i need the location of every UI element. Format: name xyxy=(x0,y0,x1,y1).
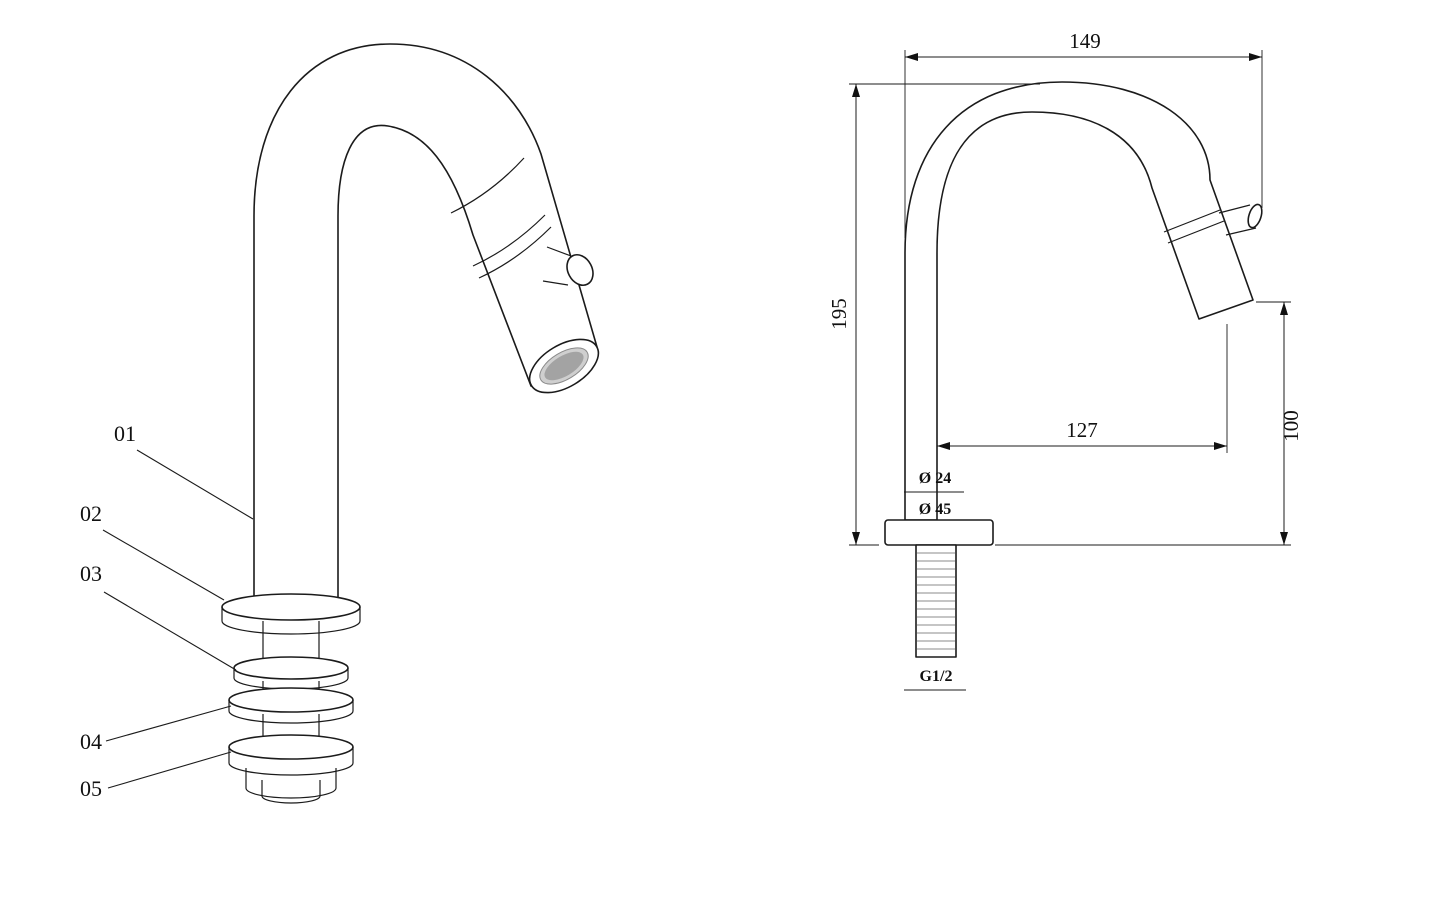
callout-05-label: 05 xyxy=(80,776,102,801)
spout-ring-line-1 xyxy=(472,214,546,267)
base-flange xyxy=(884,519,994,546)
side-view-knob xyxy=(1218,203,1263,236)
side-faucet-outline xyxy=(904,81,1254,521)
dim-149-text: 149 xyxy=(1069,29,1101,53)
thread-size-label: G1/2 xyxy=(920,668,953,685)
washer2-top xyxy=(228,687,354,713)
side-knob-cap xyxy=(1247,203,1263,229)
escutcheon-top xyxy=(221,593,361,621)
callout-03-leader xyxy=(103,591,237,671)
knob-side-line-top xyxy=(546,246,572,257)
thread-lines xyxy=(917,552,955,650)
spout-ring-line-2 xyxy=(478,226,552,279)
upper-washer xyxy=(233,656,349,690)
escutcheon-bottom xyxy=(221,620,361,635)
callout-02-leader xyxy=(102,529,225,601)
dim-overall-height: 195 xyxy=(827,83,1040,546)
mounting-nut xyxy=(228,734,354,804)
washer2-bottom xyxy=(228,710,354,724)
side-spout-joint-2 xyxy=(1167,220,1225,244)
callout-05: 05 xyxy=(80,751,232,801)
washer1-top xyxy=(233,656,349,680)
callout-02-label: 02 xyxy=(80,501,102,526)
nut-slot-bottom xyxy=(261,795,321,804)
callout-01-label: 01 xyxy=(114,421,136,446)
dim-127-text: 127 xyxy=(1066,418,1098,442)
dim-spout-height: 100 xyxy=(995,301,1303,546)
knob-cap xyxy=(566,253,594,287)
callout-03-label: 03 xyxy=(80,561,102,586)
callout-02: 02 xyxy=(80,501,225,601)
callout-01-leader xyxy=(136,449,254,520)
nut-top xyxy=(228,734,354,760)
dim-overall-width: 149 xyxy=(904,29,1263,238)
side-view: G1/2 Ø 24 Ø 45 149 195 127 xyxy=(827,29,1303,691)
perspective-view: 01 02 03 04 05 xyxy=(80,43,600,804)
dim-100-text: 100 xyxy=(1279,410,1303,442)
faucet-body xyxy=(253,43,598,608)
side-knob xyxy=(542,246,594,287)
callout-05-leader xyxy=(107,751,232,789)
callout-04-label: 04 xyxy=(80,729,102,754)
aerator-screen xyxy=(544,351,584,381)
dim-spout-reach: 127 xyxy=(937,324,1228,453)
nut-collar-bottom xyxy=(245,787,337,799)
callout-01: 01 xyxy=(114,421,254,520)
lower-washer xyxy=(228,687,354,724)
spout-tip xyxy=(528,338,600,394)
dim-195-text: 195 xyxy=(827,298,851,330)
base-escutcheon xyxy=(221,593,361,635)
callout-04-leader xyxy=(105,705,232,742)
knob-side-line-bottom xyxy=(542,280,569,286)
side-spout-joint-1 xyxy=(1163,209,1221,233)
side-knob-line-top xyxy=(1218,204,1251,214)
side-knob-line-bottom xyxy=(1225,227,1257,236)
callout-03: 03 xyxy=(80,561,237,671)
callout-04: 04 xyxy=(80,705,232,754)
nut-bottom xyxy=(228,762,354,776)
base-diameter-label: Ø 45 xyxy=(919,501,951,518)
neck-joint-line xyxy=(450,157,525,214)
pipe-diameter-label: Ø 24 xyxy=(919,470,951,487)
